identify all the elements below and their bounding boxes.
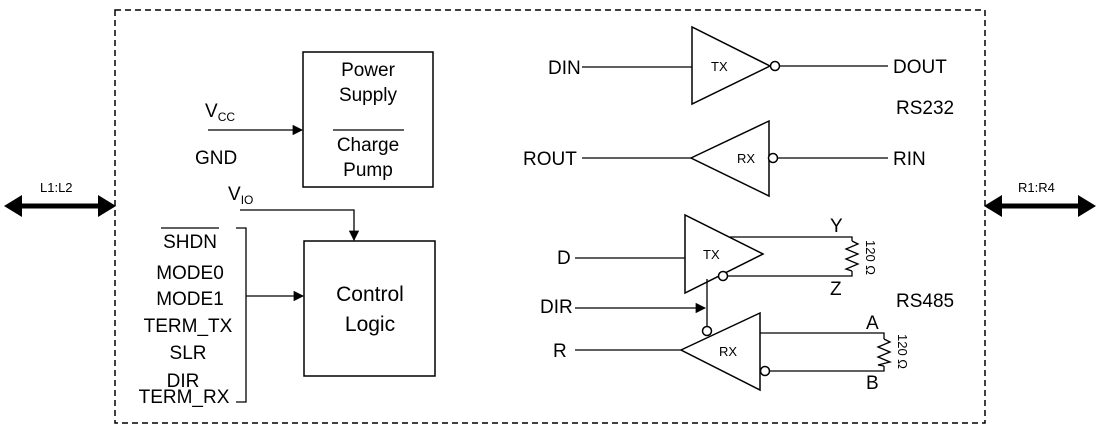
vcc-label: VCC [205,101,235,124]
rs232-rx-label: RX [737,151,755,166]
left-port-label: L1:L2 [40,180,73,195]
input-bracket [236,227,247,403]
z-wire [728,271,853,277]
control-line1: Control [336,283,404,306]
power-line3: Charge [337,135,399,156]
vio-label: VIO [228,184,253,207]
power-supply-block [302,51,434,188]
rx-termination-resistor [876,338,893,367]
b-label: B [866,373,879,394]
rs485-rx-buffer [679,311,761,392]
control-logic-block [303,240,436,377]
control-line2: Logic [345,313,395,336]
rs485-tx-label: TX [703,247,720,262]
rs232-tx-bubble [769,60,781,72]
right-port-arrow [984,195,1096,217]
input-mode1: MODE1 [156,289,224,310]
din-label: DIN [548,58,581,79]
tx-termination-resistor [844,240,860,272]
right-port-label: R1:R4 [1018,180,1055,195]
y-label: Y [830,216,843,237]
tx-termination-label: 120 Ω [863,240,878,275]
power-line2: Supply [339,85,398,106]
dir-label: DIR [540,297,573,318]
input-slr: SLR [170,343,207,364]
gnd-label: GND [195,148,237,169]
power-line4: Pump [343,160,393,181]
power-line1: Power [341,60,396,81]
rs485-tx-bubble [717,270,729,282]
rs485-rx-label: RX [719,344,737,359]
rs485-tx-buffer [684,213,765,295]
z-label: Z [830,279,842,300]
y-wire [730,236,853,241]
a-label: A [866,313,879,334]
rin-label: RIN [893,149,926,170]
rs232-label: RS232 [896,98,954,119]
a-wire [760,332,885,339]
vio-wire [240,209,360,242]
b-wire [770,366,885,372]
input-shdn: SHDN [163,232,217,253]
dout-label: DOUT [893,57,947,78]
rs232-tx-buffer [691,25,772,106]
rx-termination-label: 120 Ω [895,334,910,369]
r-label: R [553,341,567,362]
rs485-rx-bubble [759,365,771,377]
rs485-label: RS485 [896,291,954,312]
input-term-rx: TERM_RX [139,387,230,408]
rout-label: ROUT [523,149,577,170]
rs232-tx-label: TX [711,59,728,74]
rs232-rx-buffer [689,119,770,198]
rs485-rx-enable-bubble [701,325,713,337]
d-label: D [557,248,571,269]
input-dir: DIR [167,371,200,392]
input-term-tx: TERM_TX [144,316,233,337]
input-mode0: MODE0 [156,263,224,284]
rs232-rx-bubble [767,152,779,164]
device-boundary [114,9,986,424]
left-port-arrow [4,195,116,217]
